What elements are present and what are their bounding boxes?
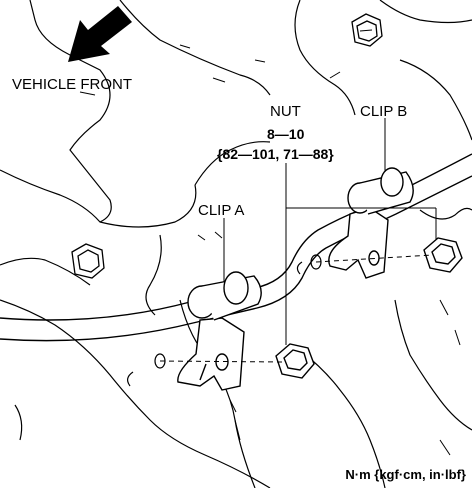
clip-a [177,271,262,391]
arrow-icon [68,6,132,62]
vehicle-front-label: VEHICLE FRONT [12,76,133,93]
nut-icon [423,237,463,273]
clip-b-label: CLIP B [360,103,408,120]
torque-nm-label: 8—10 [267,126,305,142]
alignment-lines [159,254,433,363]
clip-a-label: CLIP A [198,202,245,219]
nut-label: NUT [270,103,301,120]
c-reference-marks [127,261,303,387]
clip-b [328,167,414,279]
torque-other-units-label: {82—101, 71—88} [217,146,334,162]
hex-bolt-icon [351,13,383,47]
hex-bolt-icon [71,243,105,279]
surface-detail-marks [79,21,461,456]
leader-lines [223,118,437,345]
units-label: N·m {kgf·cm, in·lbf} [345,467,466,482]
nut-icon [275,343,315,379]
